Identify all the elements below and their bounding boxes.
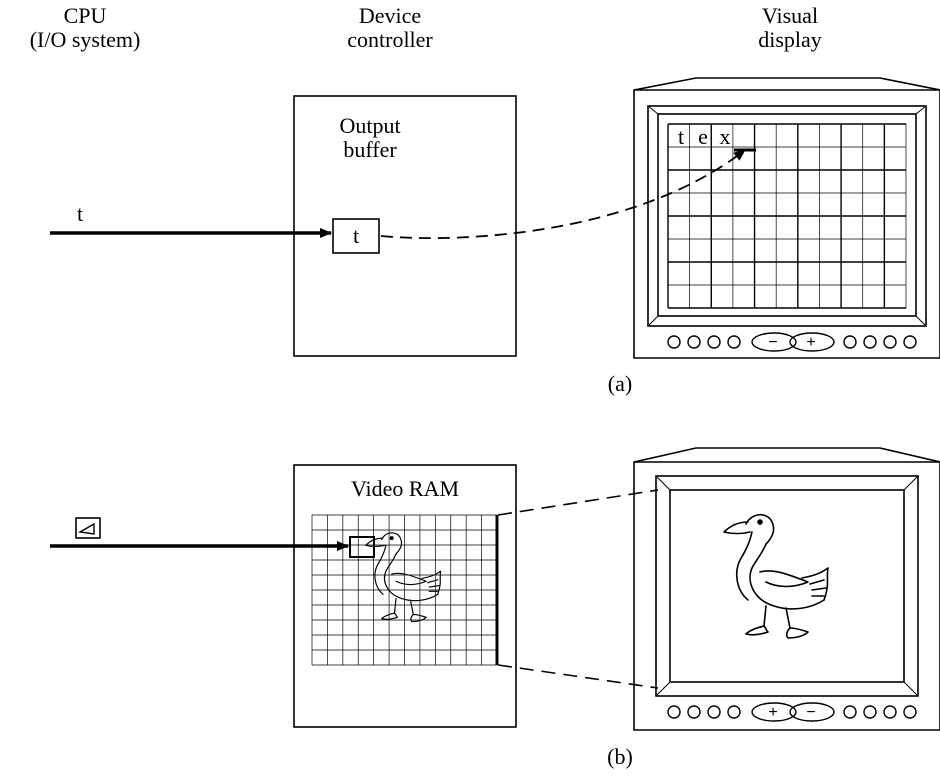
pixel-block-highlight (349, 536, 375, 558)
device-controller-box-a (293, 95, 517, 357)
screen-char-2: e (698, 124, 708, 149)
buffer-to-screen-dashed-arrow (380, 149, 746, 239)
projection-line-bottom (497, 664, 659, 689)
visual-display-label-line1: Visual (761, 3, 819, 28)
screen-char-1: t (677, 124, 685, 149)
caption-a: (a) (607, 371, 633, 396)
pixel-glyph-icon (75, 517, 101, 539)
cpu-label: CPU (I/O system) (0, 4, 170, 52)
buffer-char-label: t (352, 223, 360, 248)
video-ram-label: Video RAM (350, 476, 460, 501)
input-char-label: t (76, 201, 84, 226)
device-controller-label: Device controller (300, 4, 480, 52)
crt-monitor-icon (633, 77, 940, 359)
minus-icon-b: − (806, 704, 815, 721)
screen-char-3: x (719, 124, 731, 149)
cpu-label-line1: CPU (63, 3, 107, 28)
projection-line-top (497, 489, 659, 516)
caption-b: (b) (607, 744, 633, 769)
output-buffer-cell (332, 218, 380, 254)
duck-icon-display (723, 513, 829, 639)
visual-display-label-line2: display (758, 27, 822, 52)
output-buffer-label-line1: Output (339, 113, 401, 138)
device-controller-box-b (293, 464, 517, 728)
output-buffer-label-line2: buffer (343, 137, 397, 162)
visual-display-label: Visual display (710, 4, 870, 52)
screen-grid-a (667, 123, 907, 309)
device-controller-label-line1: Device (358, 3, 422, 28)
device-controller-label-line2: controller (347, 27, 433, 52)
crt-monitor-icon-b (633, 447, 940, 731)
minus-icon: − (768, 334, 777, 351)
duck-icon (365, 532, 442, 623)
plus-icon-b: + (768, 704, 777, 721)
output-buffer-label: Output buffer (300, 114, 440, 162)
cpu-label-line2: (I/O system) (29, 27, 141, 52)
plus-icon: + (806, 334, 815, 351)
video-ram-grid (311, 514, 498, 666)
